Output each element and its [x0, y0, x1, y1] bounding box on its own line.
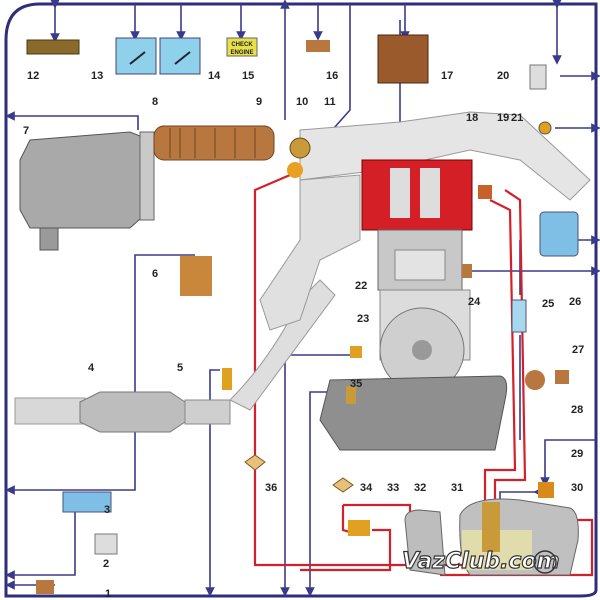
- label-16: 16: [326, 70, 338, 82]
- label-22: 22: [355, 280, 367, 292]
- label-23: 23: [357, 313, 369, 325]
- label-11: 11: [324, 96, 336, 108]
- label-21: 21: [511, 112, 523, 124]
- label-31: 31: [451, 482, 463, 494]
- check-engine-line2: ENGINE: [230, 50, 253, 56]
- intake-hose: [153, 125, 275, 161]
- watermark: VazClub.com: [402, 549, 560, 574]
- exhaust-pipe: [14, 279, 336, 433]
- label-3: 3: [104, 504, 110, 516]
- label-20: 20: [497, 70, 509, 82]
- label-24: 24: [468, 296, 481, 308]
- engine-block: [319, 289, 508, 451]
- label-18: 18: [466, 112, 478, 124]
- label-33: 33: [387, 482, 399, 494]
- canister: [404, 509, 446, 576]
- label-10: 10: [296, 96, 308, 108]
- label-28: 28: [571, 404, 583, 416]
- label-32: 32: [414, 482, 426, 494]
- label-36: 36: [265, 482, 277, 494]
- callout-labels: 1 2 3 4 5 6 7 8 9 10 11 12 13 14 15 16 1…: [23, 70, 584, 600]
- label-9: 9: [256, 96, 262, 108]
- label-4: 4: [88, 362, 95, 374]
- fuel-tank: [459, 498, 579, 576]
- watermark-logo: [533, 550, 557, 574]
- intake-manifold: [259, 111, 591, 331]
- label-14: 14: [208, 70, 221, 82]
- label-5: 5: [177, 362, 183, 374]
- label-25: 25: [542, 298, 554, 310]
- label-26: 26: [569, 296, 581, 308]
- label-35: 35: [350, 378, 362, 390]
- label-1: 1: [105, 588, 111, 600]
- label-13: 13: [91, 70, 103, 82]
- cylinder-head: [361, 159, 473, 291]
- check-engine-line1: CHECK: [231, 42, 253, 48]
- label-34: 34: [360, 482, 373, 494]
- label-2: 2: [103, 558, 109, 570]
- air-filter: [19, 131, 155, 251]
- label-12: 12: [27, 70, 39, 82]
- label-6: 6: [152, 268, 158, 280]
- signal-bus-frame: [4, 2, 598, 598]
- label-19: 19: [497, 112, 509, 124]
- label-7: 7: [23, 125, 29, 137]
- label-8: 8: [152, 96, 158, 108]
- label-15: 15: [242, 70, 254, 82]
- label-27: 27: [572, 344, 584, 356]
- label-29: 29: [571, 448, 583, 460]
- sensors: CHECK ENGINE: [26, 34, 579, 594]
- label-17: 17: [441, 70, 453, 82]
- label-30: 30: [571, 482, 583, 494]
